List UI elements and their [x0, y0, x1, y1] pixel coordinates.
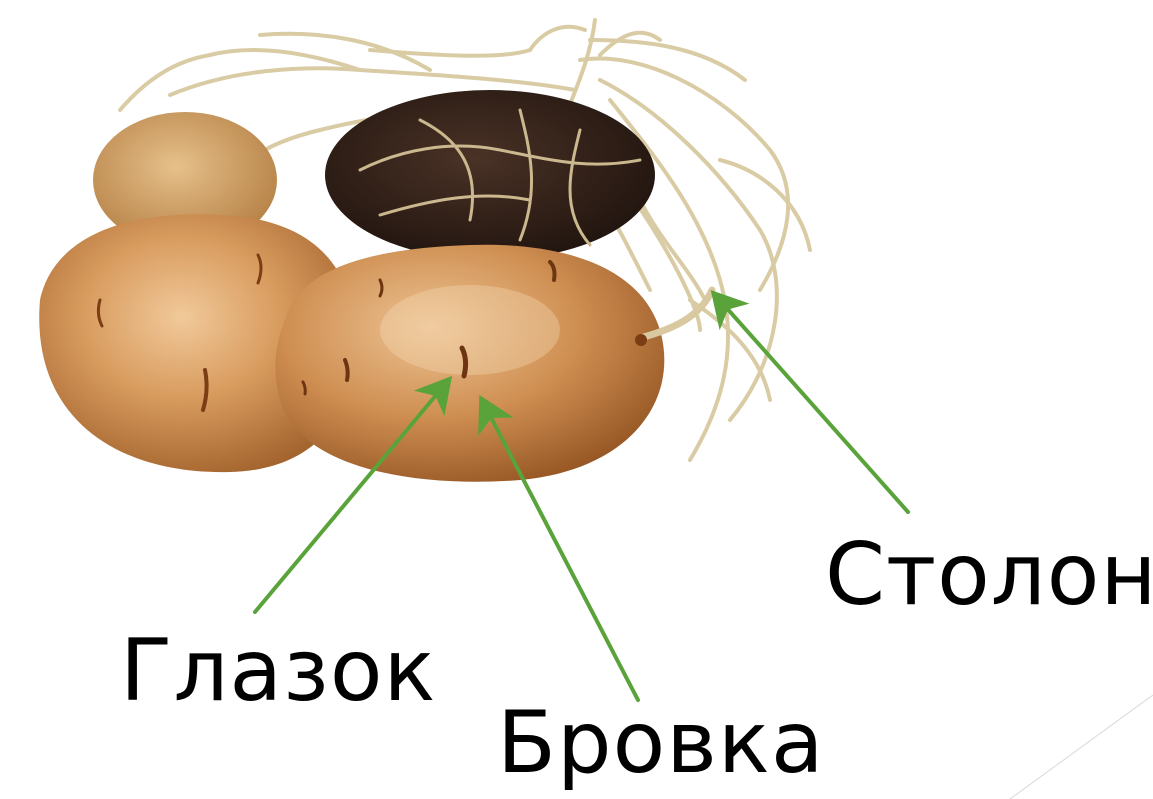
dark-tuber-illustration	[325, 90, 655, 260]
label-stolon: Столон	[825, 532, 1153, 618]
label-eye: Глазок	[120, 628, 436, 714]
label-brow: Бровка	[497, 700, 825, 786]
corner-decoration-line	[1010, 695, 1153, 799]
arrow-icon-stolon	[716, 296, 908, 512]
